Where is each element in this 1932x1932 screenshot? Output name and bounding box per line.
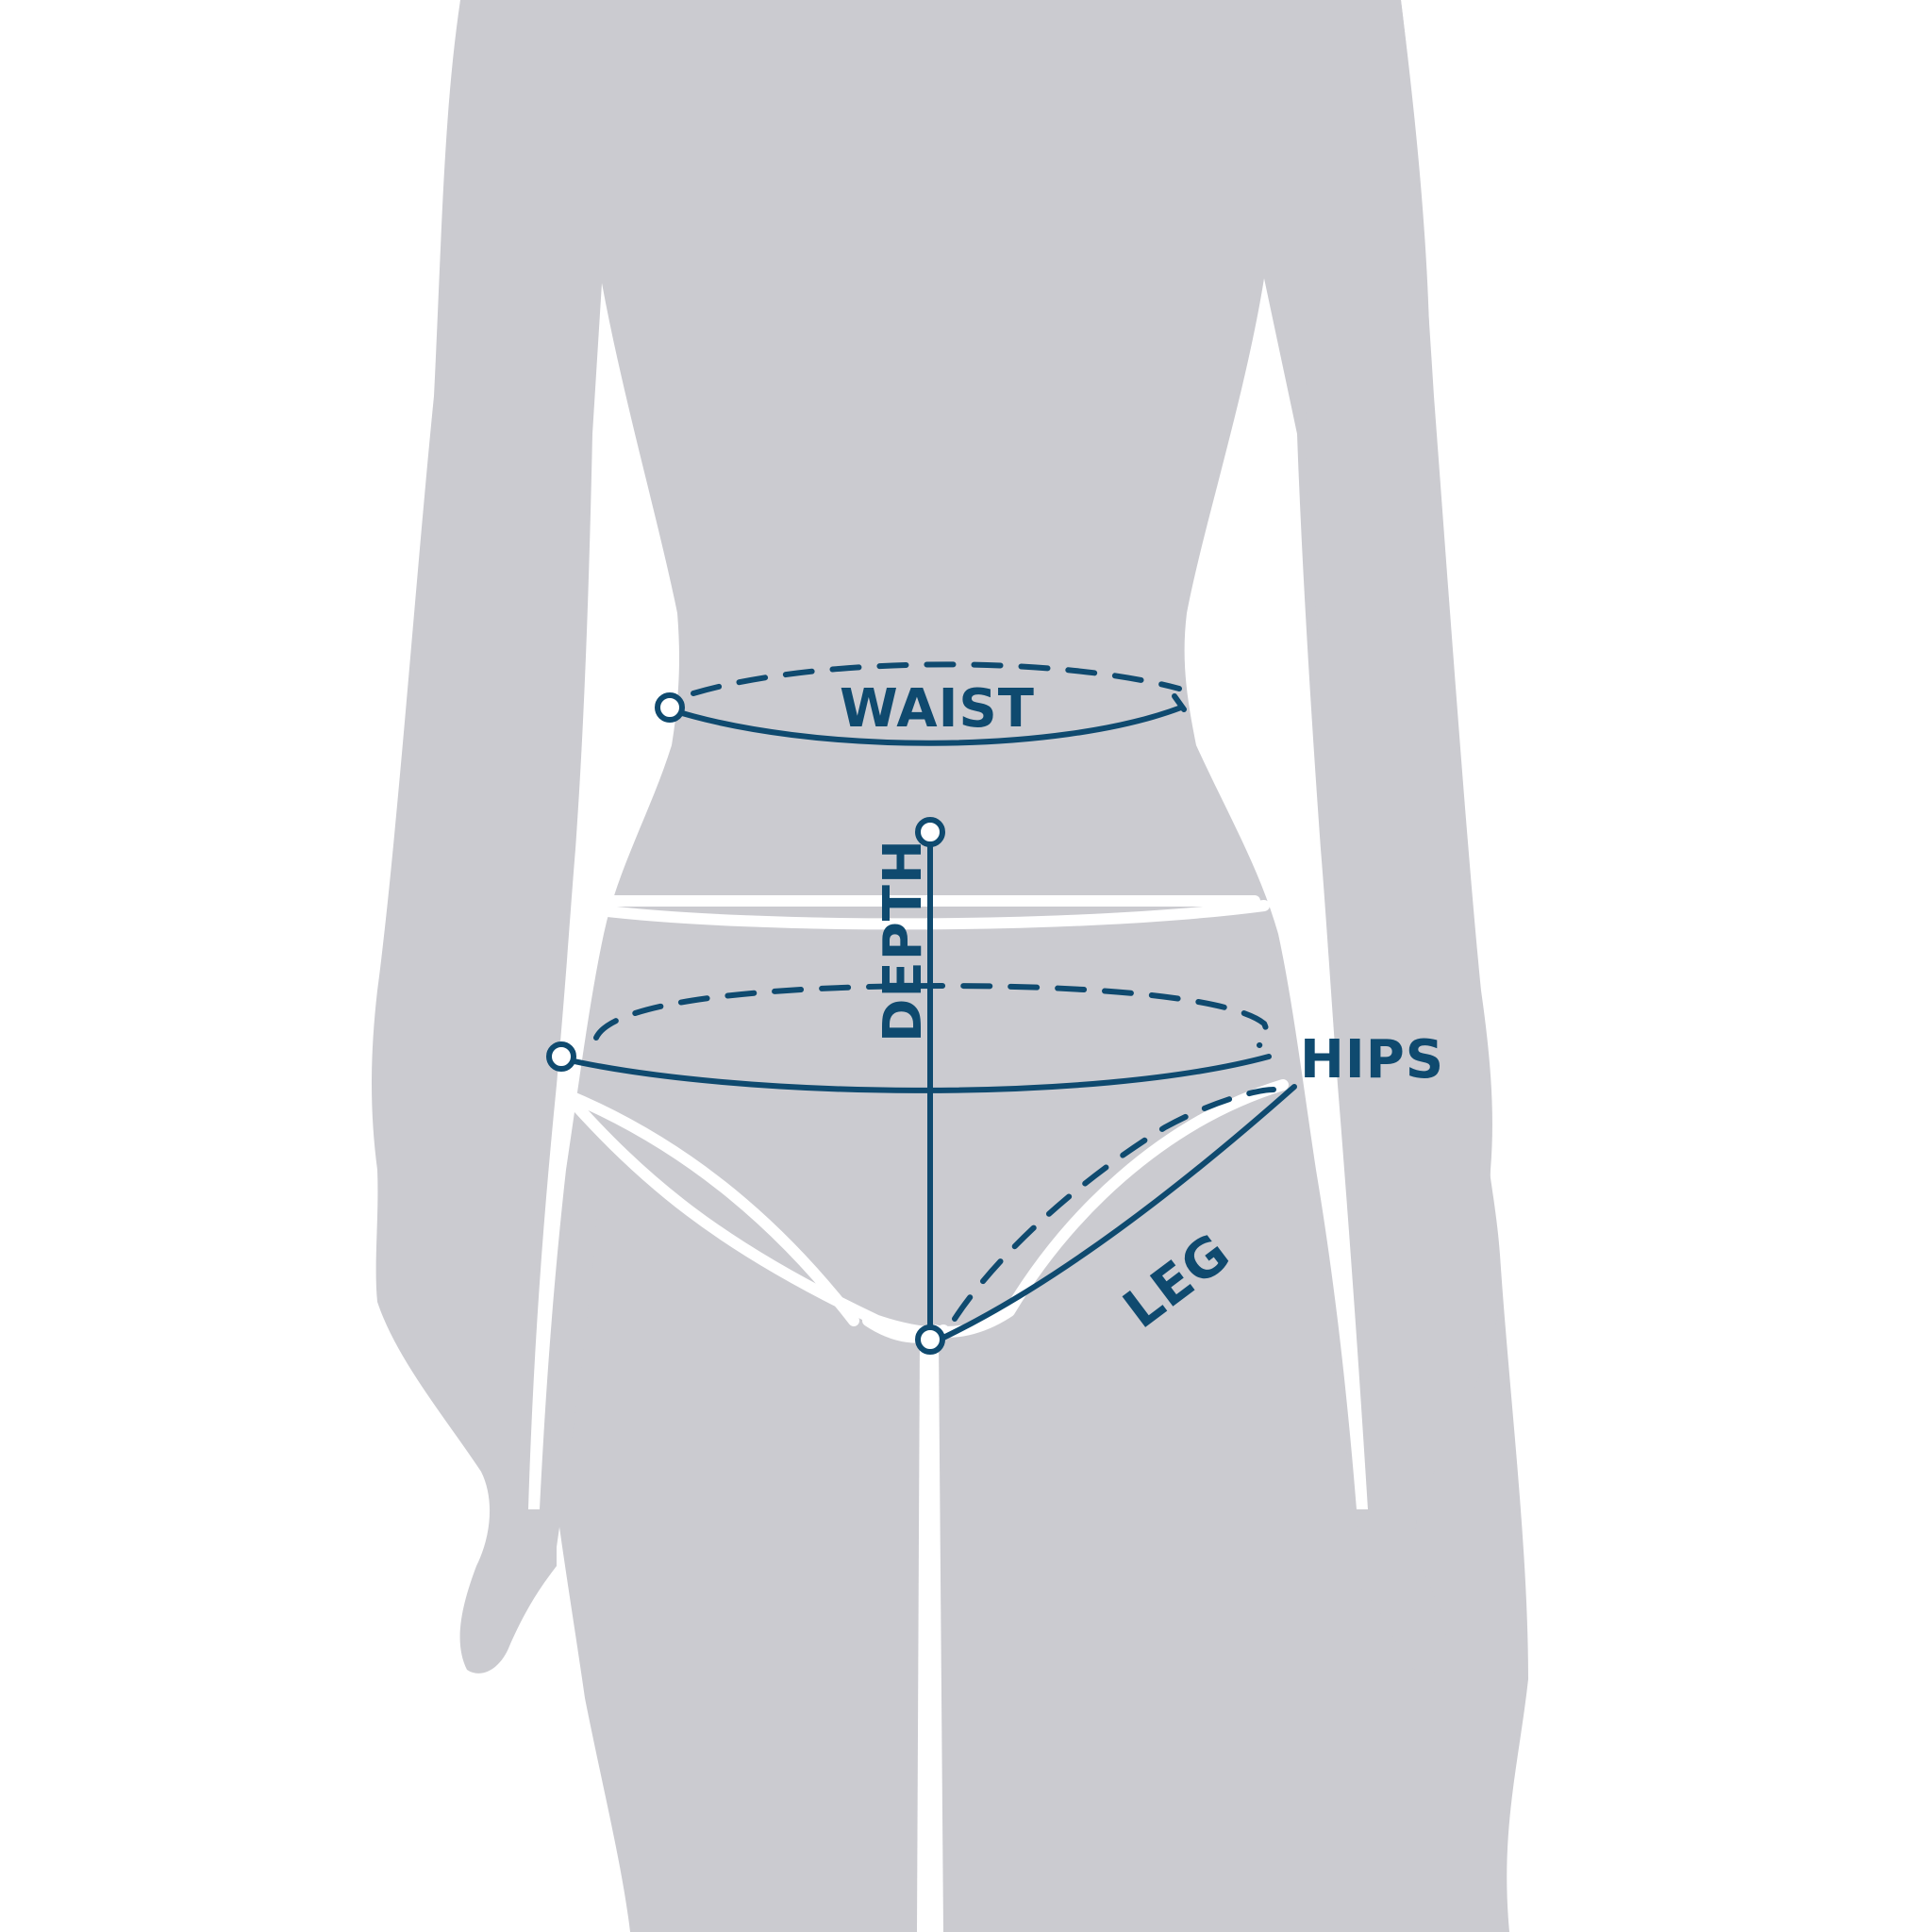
waist-dashed-back	[691, 661, 1182, 696]
waist-start-marker	[655, 692, 685, 723]
brief-waistband-bottom	[593, 900, 1270, 930]
depth-top-marker	[915, 817, 945, 847]
waist-front-line	[667, 705, 1184, 746]
waist-label: WAIST	[840, 678, 1035, 740]
crotch-marker	[915, 1324, 945, 1355]
measurement-lines	[558, 661, 1297, 1342]
right-arm-silhouette	[1306, 0, 1500, 1674]
leg-dashed-back	[952, 1087, 1276, 1322]
right-arm-gap	[1184, 278, 1368, 1509]
hips-dashed-back	[593, 982, 1270, 1048]
hips-front-line	[558, 1054, 1272, 1093]
depth-label: DEPTH	[873, 839, 934, 1042]
leg-front-line	[941, 1084, 1297, 1341]
measurement-endpoints	[546, 692, 945, 1355]
brief-right-leg-opening	[928, 1079, 1289, 1338]
hips-label: HIPS	[1300, 1029, 1444, 1091]
hips-start-marker	[546, 1041, 576, 1072]
brief-left-gusset	[560, 1089, 859, 1326]
waist-end-tick	[1172, 693, 1187, 712]
brief-left-leg-opening	[560, 1089, 949, 1338]
leg-gap	[917, 1340, 943, 1932]
